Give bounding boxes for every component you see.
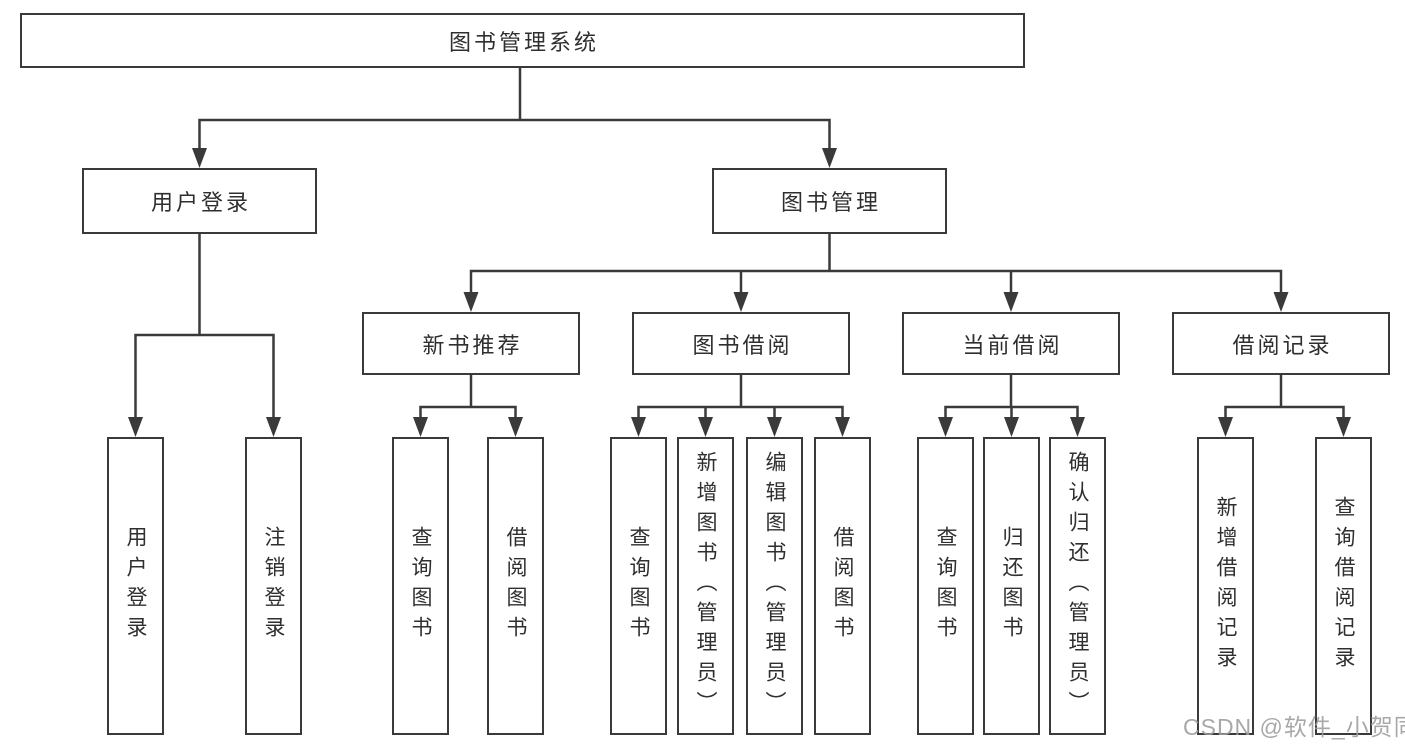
leaf-cb-return-books: 归还图书 [983, 437, 1040, 735]
arrow-down-icon [1003, 292, 1019, 312]
node-new-book-recommend-label: 新书推荐 [422, 332, 523, 358]
arrow-down-icon [413, 417, 428, 437]
leaf-logout: 注销登录 [245, 437, 302, 735]
leaf-cb-query-books-label: 查询图书 [934, 526, 957, 646]
leaf-bb-edit-books-admin-label: 编辑图书（管理员） [763, 451, 786, 721]
leaf-user-login-label: 用户登录 [124, 526, 147, 646]
arrow-down-icon [1070, 417, 1085, 437]
node-book-borrow-label: 图书借阅 [692, 332, 793, 358]
arrow-down-icon [938, 417, 953, 437]
connector-root-to-level2 [198, 66, 831, 154]
leaf-br-query-record: 查询借阅记录 [1315, 437, 1372, 735]
arrow-down-icon [1273, 292, 1289, 312]
arrow-down-icon [767, 417, 782, 437]
node-book-borrow: 图书借阅 [632, 312, 850, 375]
leaf-bb-edit-books-admin: 编辑图书（管理员） [746, 437, 803, 735]
leaf-nbr-borrow-books-label: 借阅图书 [504, 526, 527, 646]
csdn-watermark: CSDN @软件_小贺同学 [1183, 714, 1405, 740]
leaf-bb-add-books-admin: 新增图书（管理员） [677, 437, 734, 735]
leaf-cb-confirm-return-admin: 确认归还（管理员） [1049, 437, 1106, 735]
connector-book-management-to-groups [469, 232, 1283, 301]
connector-user-login-to-leaves [134, 232, 275, 423]
leaf-user-login: 用户登录 [107, 437, 164, 735]
node-user-login: 用户登录 [82, 168, 317, 234]
arrow-down-icon [698, 417, 713, 437]
connector-borrow-records-to-leaves [1224, 373, 1345, 423]
leaf-bb-query-books: 查询图书 [610, 437, 667, 735]
connector-book-borrow-to-leaves [637, 373, 844, 423]
node-borrow-records: 借阅记录 [1172, 312, 1390, 375]
node-user-login-label: 用户登录 [150, 190, 251, 215]
leaf-br-add-record-label: 新增借阅记录 [1214, 496, 1237, 676]
leaf-bb-borrow-books-label: 借阅图书 [831, 526, 854, 646]
arrow-down-icon [631, 417, 646, 437]
arrow-down-icon [128, 417, 143, 437]
arrow-down-icon [463, 292, 479, 312]
leaf-cb-query-books: 查询图书 [917, 437, 974, 735]
arrow-down-icon [1218, 417, 1233, 437]
arrow-down-icon [733, 292, 749, 312]
arrow-down-icon [508, 417, 523, 437]
leaf-nbr-borrow-books: 借阅图书 [487, 437, 544, 735]
node-current-borrow: 当前借阅 [902, 312, 1120, 375]
node-book-management-label: 图书管理 [780, 190, 881, 215]
node-root: 图书管理系统 [20, 13, 1025, 68]
node-book-management: 图书管理 [712, 168, 947, 234]
node-root-label: 图书管理系统 [448, 29, 599, 55]
node-borrow-records-label: 借阅记录 [1232, 332, 1333, 358]
leaf-br-add-record: 新增借阅记录 [1197, 437, 1254, 735]
leaf-cb-confirm-return-admin-label: 确认归还（管理员） [1066, 451, 1089, 721]
arrow-down-icon [1004, 417, 1019, 437]
arrow-down-icon [835, 417, 850, 437]
arrow-down-icon [266, 417, 281, 437]
leaf-bb-add-books-admin-label: 新增图书（管理员） [694, 451, 717, 721]
leaf-br-query-record-label: 查询借阅记录 [1332, 496, 1355, 676]
arrow-down-icon [822, 148, 837, 168]
leaf-cb-return-books-label: 归还图书 [1000, 526, 1023, 646]
leaf-bb-borrow-books: 借阅图书 [814, 437, 871, 735]
connector-current-borrow-to-leaves [944, 373, 1079, 423]
leaf-nbr-query-books-label: 查询图书 [409, 526, 432, 646]
node-new-book-recommend: 新书推荐 [362, 312, 580, 375]
leaf-bb-query-books-label: 查询图书 [627, 526, 650, 646]
node-current-borrow-label: 当前借阅 [962, 332, 1063, 358]
connector-new-book-recommend-to-leaves [419, 373, 517, 423]
leaf-logout-label: 注销登录 [262, 526, 285, 646]
arrow-down-icon [1336, 417, 1351, 437]
leaf-nbr-query-books: 查询图书 [392, 437, 449, 735]
arrow-down-icon [192, 148, 207, 168]
